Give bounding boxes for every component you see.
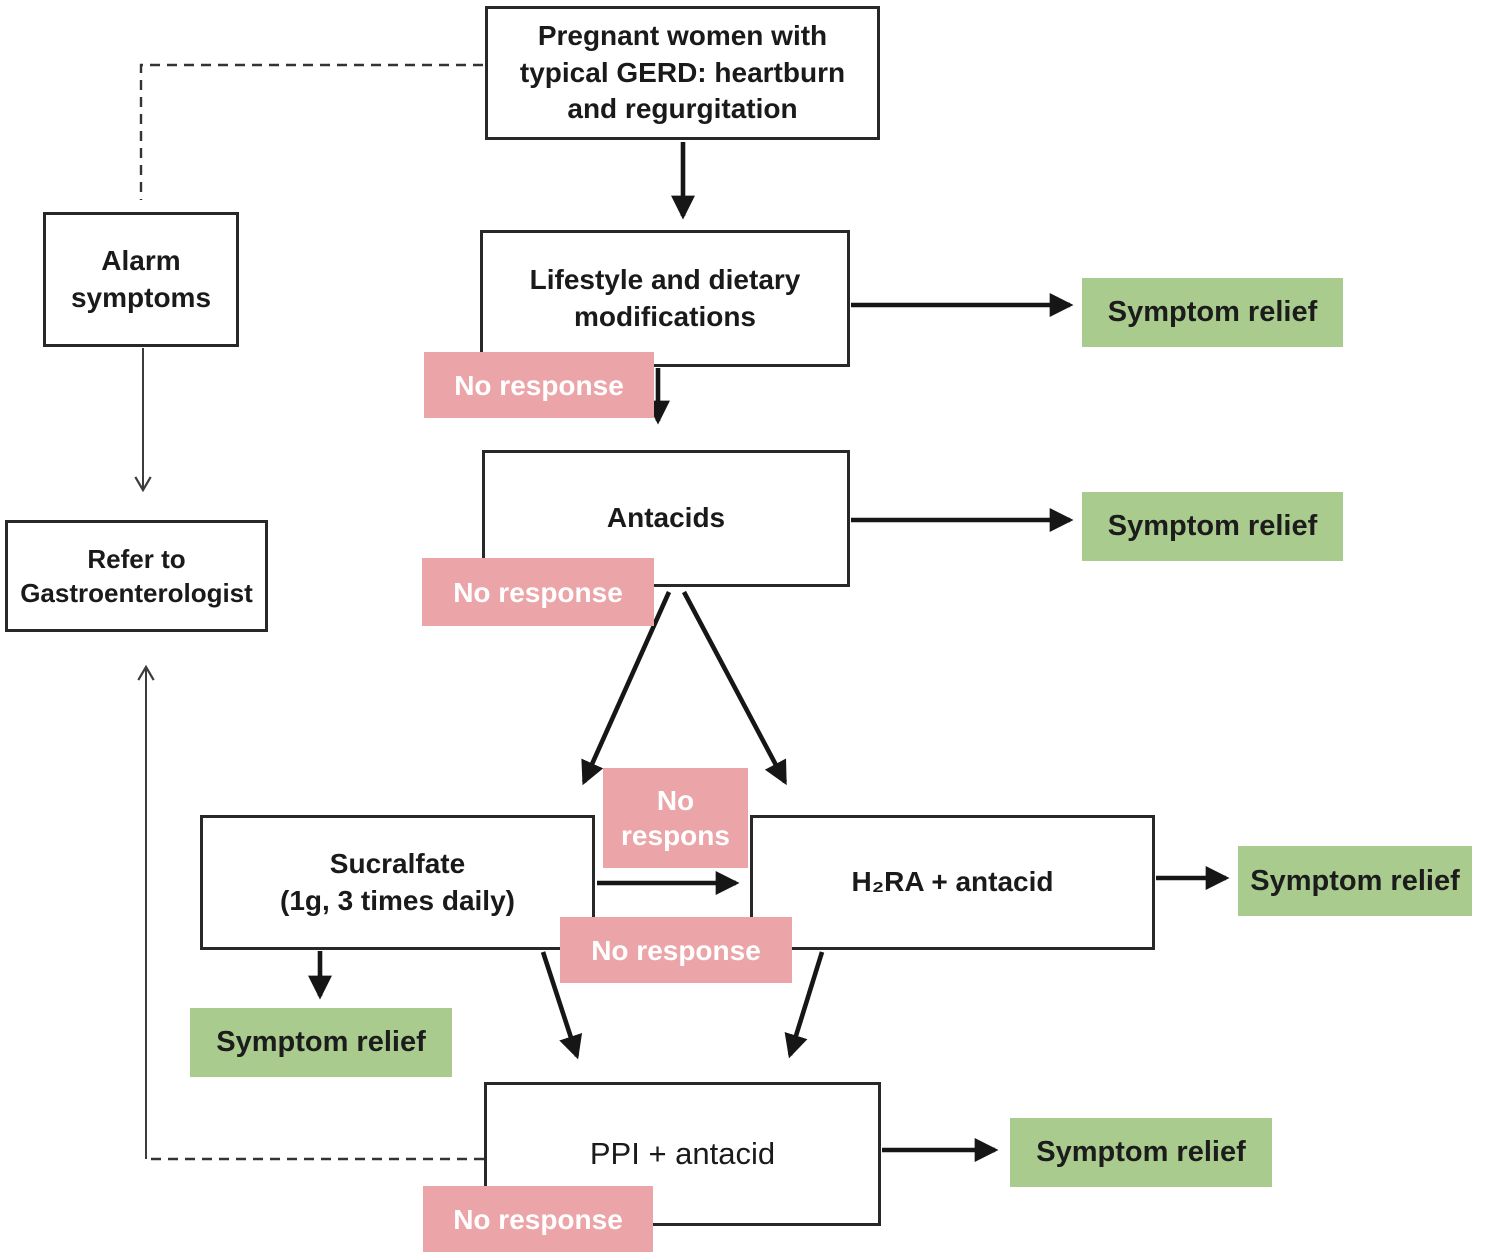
dashed-start-to-alarm <box>139 63 483 200</box>
label-no-response-sucralfate: No response <box>560 917 792 983</box>
label-no-response-lifestyle: No response <box>424 352 654 418</box>
node-h2ra-antacid: H₂RA + antacid <box>750 815 1155 950</box>
label-no-response-antacids: No response <box>422 558 654 626</box>
node-lifestyle-modifications: Lifestyle and dietary modifications <box>480 230 850 367</box>
line-h2ra-to-ppi <box>784 951 825 1059</box>
line-antacids-to-h2ra <box>681 590 788 786</box>
label-symptom-relief-sucralfate: Symptom relief <box>190 1008 452 1077</box>
node-start: Pregnant women with typical GERD: heartb… <box>485 6 880 140</box>
node-alarm-symptoms: Alarm symptoms <box>43 212 239 347</box>
line-sucralfate-to-ppi <box>540 951 583 1060</box>
label-symptom-relief-h2ra: Symptom relief <box>1238 846 1472 916</box>
label-no-respons-middle: No respons <box>603 768 748 868</box>
label-symptom-relief-lifestyle: Symptom relief <box>1082 278 1343 347</box>
label-symptom-relief-antacids: Symptom relief <box>1082 492 1343 561</box>
label-symptom-relief-ppi: Symptom relief <box>1010 1118 1272 1187</box>
line-antacids-to-sucralfate <box>581 591 672 786</box>
node-sucralfate: Sucralfate (1g, 3 times daily) <box>200 815 595 950</box>
label-no-response-ppi: No response <box>423 1186 653 1252</box>
node-refer-gastroenterologist: Refer to Gastroenterologist <box>5 520 268 632</box>
